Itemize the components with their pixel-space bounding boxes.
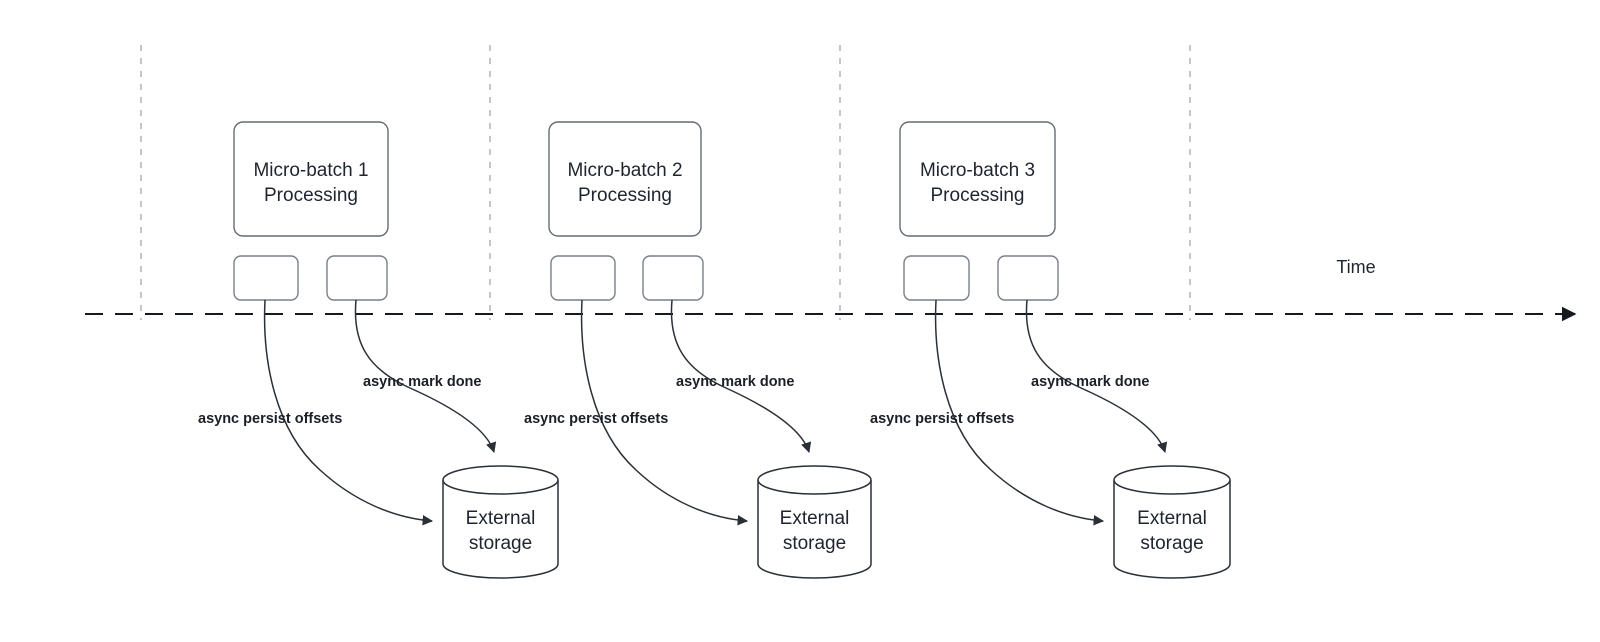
micro-batch-groups: Micro-batch 1ProcessingExternalstorageMi… bbox=[198, 121, 1231, 579]
task-box-mark[interactable] bbox=[997, 255, 1059, 301]
storage-label-line1: External bbox=[780, 508, 850, 529]
edge-persist-offsets bbox=[263, 299, 434, 526]
micro-batch-box-label-line1: Micro-batch 1 bbox=[253, 160, 368, 181]
edge-persist-offsets bbox=[934, 299, 1105, 526]
edge-persist-offsets-label: async persist offsets bbox=[198, 411, 342, 427]
micro-batch-box-label-line2: Processing bbox=[264, 185, 358, 206]
task-box-persist[interactable] bbox=[233, 255, 299, 301]
task-box-mark[interactable] bbox=[326, 255, 388, 301]
storage-cylinder-body[interactable] bbox=[442, 480, 559, 579]
storage-cylinder-top bbox=[1113, 465, 1231, 495]
micro-batch-box-label-line2: Processing bbox=[578, 185, 672, 206]
edge-mark-done bbox=[354, 299, 497, 454]
edge-persist-offsets-label: async persist offsets bbox=[524, 411, 668, 427]
edge-mark-done bbox=[670, 299, 812, 454]
time-axis-label: Time bbox=[1336, 257, 1375, 277]
micro-batch-box-label-line1: Micro-batch 2 bbox=[567, 160, 682, 181]
micro-batch-box-label-line1: Micro-batch 3 bbox=[920, 160, 1035, 181]
edge-mark-done-label: async mark done bbox=[1031, 374, 1149, 390]
storage-label-line1: External bbox=[466, 508, 536, 529]
storage-label-line2: storage bbox=[469, 533, 532, 554]
micro-batch-box[interactable] bbox=[899, 121, 1056, 237]
task-box-persist[interactable] bbox=[903, 255, 970, 301]
task-box-mark[interactable] bbox=[642, 255, 704, 301]
storage-label-line1: External bbox=[1137, 508, 1207, 529]
storage-cylinder-body[interactable] bbox=[1113, 480, 1231, 579]
edge-mark-done-label: async mark done bbox=[676, 374, 794, 390]
storage-cylinder-body[interactable] bbox=[757, 480, 872, 579]
edge-mark-done-label: async mark done bbox=[363, 374, 481, 390]
micro-batch-box[interactable] bbox=[548, 121, 702, 237]
edge-persist-offsets-label: async persist offsets bbox=[870, 411, 1014, 427]
edge-persist-offsets bbox=[580, 299, 749, 526]
storage-label-line2: storage bbox=[1140, 533, 1203, 554]
storage-cylinder-top bbox=[757, 465, 872, 495]
micro-batch-box-label-line2: Processing bbox=[931, 185, 1025, 206]
micro-batch-box[interactable] bbox=[233, 121, 389, 237]
edge-mark-done bbox=[1025, 299, 1168, 454]
storage-cylinder-top bbox=[442, 465, 559, 495]
storage-label-line2: storage bbox=[783, 533, 846, 554]
task-box-persist[interactable] bbox=[550, 255, 616, 301]
